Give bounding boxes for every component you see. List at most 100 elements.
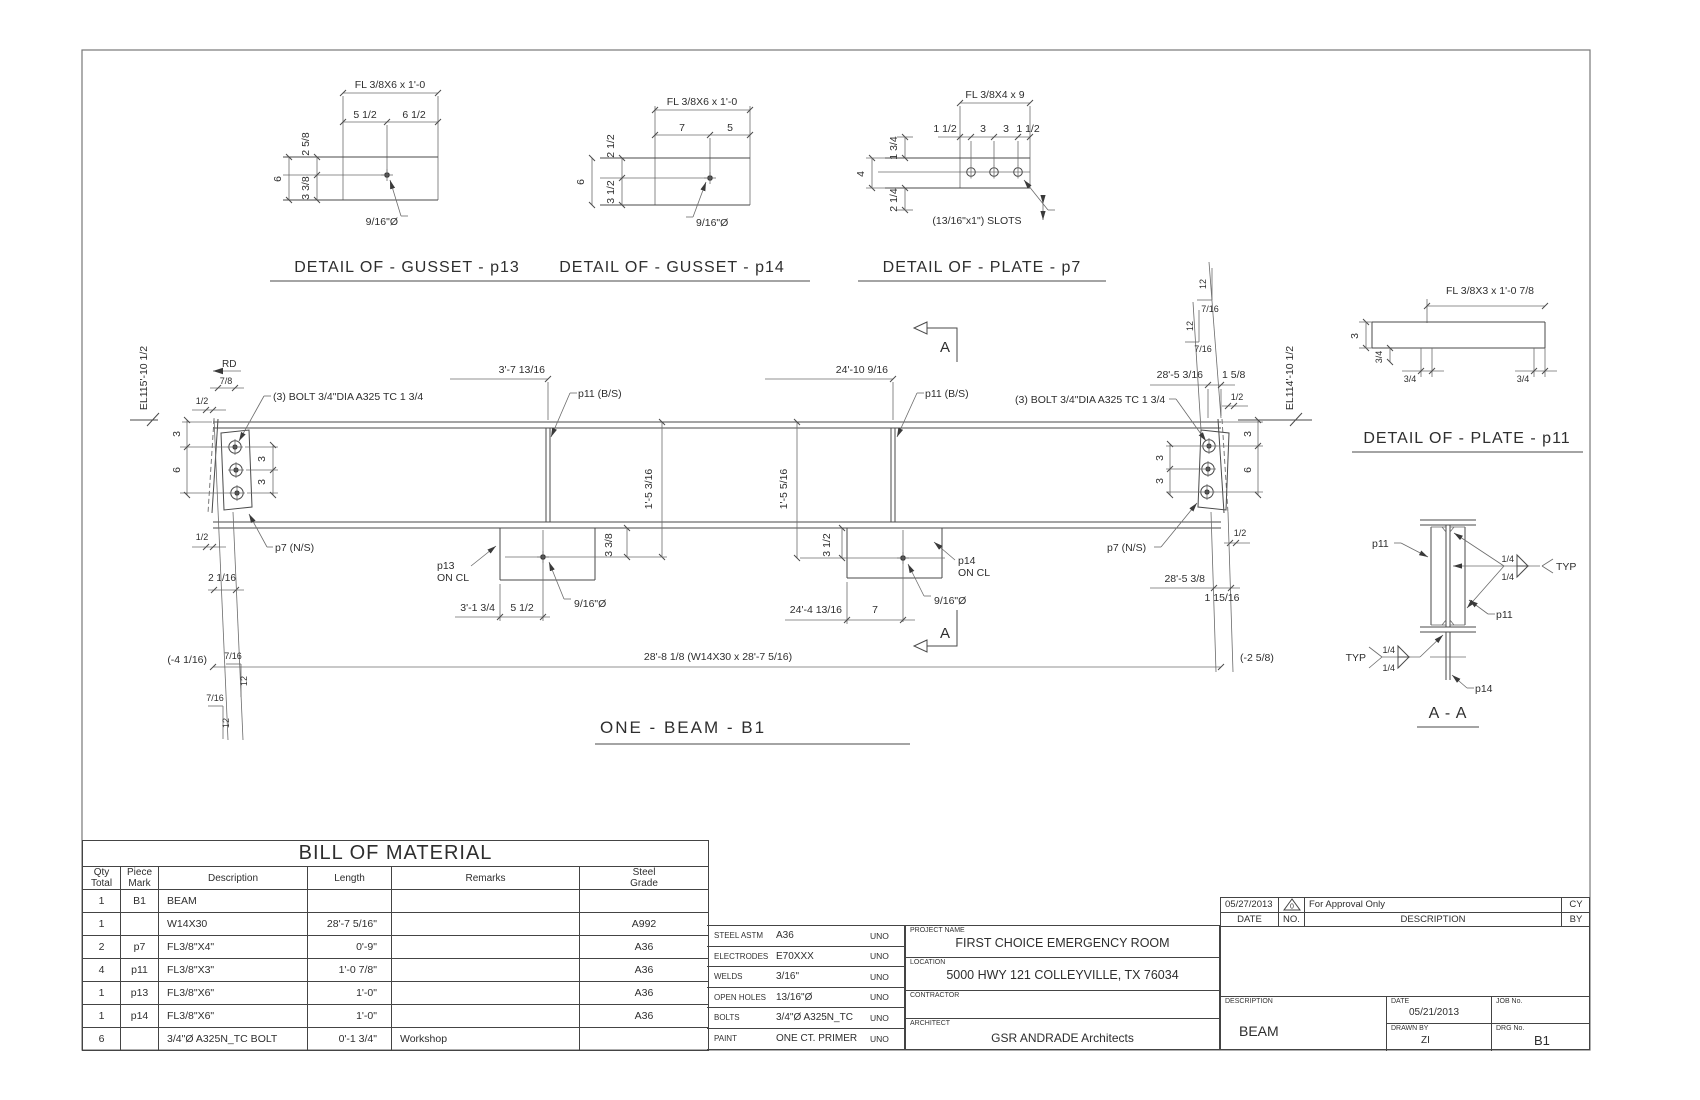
contractor-row: CONTRACTOR (906, 991, 1219, 1020)
bom-cell (120, 912, 159, 936)
dim-g13: 3'-1 3/4 (460, 602, 495, 614)
bolt-icon (1199, 460, 1217, 478)
bolt-note-left: (3) BOLT 3/4"DIA A325 TC 1 3/4 (273, 391, 423, 403)
location-value: 5000 HWY 121 COLLEYVILLE, TX 76034 (946, 968, 1179, 983)
p14-callout: p14 (958, 555, 976, 567)
p14-dim-w2: 5 (727, 122, 733, 134)
p14-hole-label: 9/16"Ø (696, 217, 728, 229)
p14-dim-e2: 3 1/2 (605, 180, 617, 204)
bolt-note-right: (3) BOLT 3/4"DIA A325 TC 1 3/4 (1015, 394, 1165, 406)
bom-cell (391, 958, 580, 982)
slope-rise: 12 (1185, 321, 1195, 331)
note-label: WELDS (714, 972, 743, 982)
dim-3: 3 (256, 456, 268, 462)
slope-run: 7/16 (206, 693, 224, 703)
elevation-left: EL115'-10 1/2 (138, 346, 150, 410)
neg-left: (-4 1/16) (167, 654, 207, 666)
p7-dim-e1: 1 3/4 (888, 136, 900, 160)
bom-cell (307, 889, 392, 913)
note-value: ONE CT. PRIMER (776, 1033, 858, 1045)
hole-dia-label: 9/16"Ø (574, 598, 606, 610)
sheet-frame (81, 49, 1591, 1051)
p14-title: DETAIL OF - GUSSET - p14 (559, 259, 785, 276)
detail-p13: FL 3/8X6 x 1'-0 5 1/2 6 1/2 2 5/8 3 3/8 … (270, 79, 545, 282)
p13-hole-label: 9/16"Ø (366, 216, 398, 228)
date-label: DATE (1391, 998, 1410, 1005)
bom-cell: A992 (578, 912, 710, 936)
p11-clip-dim: 3/4 (1517, 374, 1530, 384)
bom-header-qty: Qty Total (82, 866, 121, 890)
detail-p14: FL 3/8X6 x 1'-0 7 5 2 1/2 3 1/2 6 9/16"Ø… (535, 96, 810, 282)
bolt-icon (227, 461, 245, 479)
detail-p11: FL 3/8X3 x 1'-0 7/8 3 3/4 3/4 3/4 DETAIL… (1349, 285, 1583, 453)
section-p14-label: p14 (1475, 683, 1493, 695)
bom-title: BILL OF MATERIAL (81, 840, 710, 867)
p14-callout-oncl: ON CL (958, 567, 990, 579)
p7-dim-w4: 1 1/2 (1016, 123, 1040, 135)
p7-dim-height: 4 (855, 171, 867, 177)
dim-g13-hole: 5 1/2 (510, 602, 534, 614)
p14-dim-w1: 7 (679, 122, 685, 134)
rev-header-date: DATE (1237, 914, 1262, 925)
bom-cell (391, 889, 580, 913)
project-name-label: PROJECT NAME (910, 927, 965, 934)
typ-label: TYP (1346, 652, 1366, 664)
bom-cell: 0'-1 3/4" (307, 1027, 392, 1051)
bolt-icon (226, 438, 244, 456)
p13-callout-oncl: ON CL (437, 572, 469, 584)
dim-end-bot: 1 15/16 (1204, 592, 1239, 604)
p13-title: DETAIL OF - GUSSET - p13 (294, 259, 520, 276)
bolt-icon (228, 484, 246, 502)
p13-dim-height: 6 (272, 176, 284, 182)
bom-cell: BEAM (158, 889, 308, 913)
date-value: 05/21/2013 (1409, 1007, 1460, 1018)
bill-of-material-table: BILL OF MATERIAL Qty Total Piece Mark De… (81, 840, 710, 1051)
bom-cell: A36 (578, 935, 710, 959)
architect-label: ARCHITECT (910, 1020, 951, 1028)
p7-ns-label: p7 (N/S) (275, 542, 314, 554)
bom-cell: 28'-7 5/16" (307, 912, 392, 936)
drawn-by-cell: DRAWN BY ZI (1386, 1023, 1491, 1051)
bom-header-mark: Piece Mark (120, 866, 159, 890)
section-cut-letter: A (940, 625, 950, 642)
note-value: A36 (776, 930, 794, 942)
dim-6: 6 (1242, 467, 1254, 473)
contractor-label: CONTRACTOR (910, 991, 960, 999)
rev-description: For Approval Only (1309, 899, 1386, 910)
note-value: 13/16"Ø (776, 991, 813, 1003)
p11-bs-label: p11 (B/S) (578, 388, 622, 400)
p7-flange-label: FL 3/8X4 x 9 (965, 89, 1024, 101)
bom-cell: B1 (120, 889, 159, 913)
bom-cell: 1 (82, 889, 121, 913)
dim-3: 3 (171, 431, 183, 437)
bom-cell: p11 (120, 958, 159, 982)
p14-dim-height: 6 (575, 179, 587, 185)
section-a-a: p11 1/4 1/4 TYP p11 TYP 1/4 1/4 p14 A - … (1346, 519, 1576, 728)
p14-flange-label: FL 3/8X6 x 1'-0 (667, 96, 738, 108)
p14-hole-icon (896, 551, 910, 565)
bom-cell: FL3/8"X6" (158, 1004, 308, 1028)
p11-title: DETAIL OF - PLATE - p11 (1363, 430, 1570, 447)
slope-rise: 12 (1198, 279, 1208, 289)
job-no-cell: JOB No. (1491, 996, 1590, 1023)
typ-label: TYP (1556, 561, 1576, 573)
p11-dim-height: 3 (1349, 333, 1361, 339)
slope-run: 7/16 (224, 651, 242, 661)
p13-hole-icon (536, 550, 550, 564)
title-block: 05/27/2013 0 For Approval Only CY DATE N… (1220, 897, 1590, 1051)
note-label: ELECTRODES (714, 951, 769, 961)
note-label: BOLTS (714, 1013, 740, 1023)
bom-cell (391, 981, 580, 1005)
bolt-icon (1200, 437, 1218, 455)
dim-right-bot: 28'-5 3/8 (1164, 573, 1205, 585)
